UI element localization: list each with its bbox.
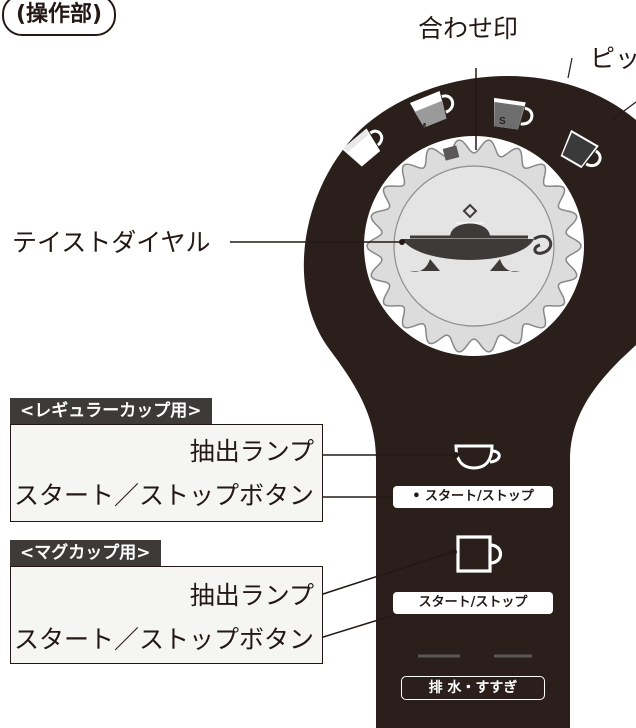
section-title: (操作部): [2, 0, 117, 36]
regular-cup-box: 抽出ランプ スタート／ストップボタン: [10, 424, 323, 522]
leader-mug-button: [319, 611, 405, 639]
beep-label: ピッ: [590, 44, 636, 73]
cup-icon-s: [494, 97, 534, 130]
dial-mark-c: C: [368, 160, 375, 171]
leader-taste-dial-dot: [399, 239, 405, 245]
mug-cup-header: <マグカップ用>: [10, 540, 161, 566]
leader-beep-2: [611, 101, 636, 121]
mug-lamp-label: 抽出ランプ: [189, 581, 314, 610]
taste-dial-label: テイストダイヤル: [12, 228, 211, 257]
drain-rinse-button[interactable]: 排 水・すすぎ: [401, 676, 545, 700]
regular-cup-header: <レギュラーカップ用>: [10, 398, 212, 424]
regular-button-label: スタート／ストップボタン: [13, 481, 314, 510]
regular-start-stop-button[interactable]: • スタート/ストップ: [393, 486, 553, 508]
leader-beep-1: [567, 57, 573, 79]
alignment-mark-label: 合わせ印: [418, 14, 519, 43]
mug-extraction-lamp-icon: [456, 535, 503, 573]
dial-mark-s: S: [499, 116, 506, 127]
mug-cup-box: 抽出ランプ スタート／ストップボタン: [10, 566, 323, 664]
cup-icon-c: [342, 128, 384, 167]
alignment-mark: [442, 145, 460, 161]
leader-mug-lamp: [319, 551, 453, 596]
cup-icon-m: [409, 91, 455, 128]
dial-mark-m: M: [418, 122, 426, 133]
mug-start-stop-button[interactable]: スタート/ストップ: [393, 592, 553, 614]
mug-button-label: スタート／ストップボタン: [13, 625, 314, 654]
lamp-emblem-icon: [402, 203, 553, 272]
cup-icon-dark: [560, 129, 602, 169]
regular-lamp-label: 抽出ランプ: [189, 437, 314, 466]
button-dot-icon: •: [412, 489, 426, 504]
